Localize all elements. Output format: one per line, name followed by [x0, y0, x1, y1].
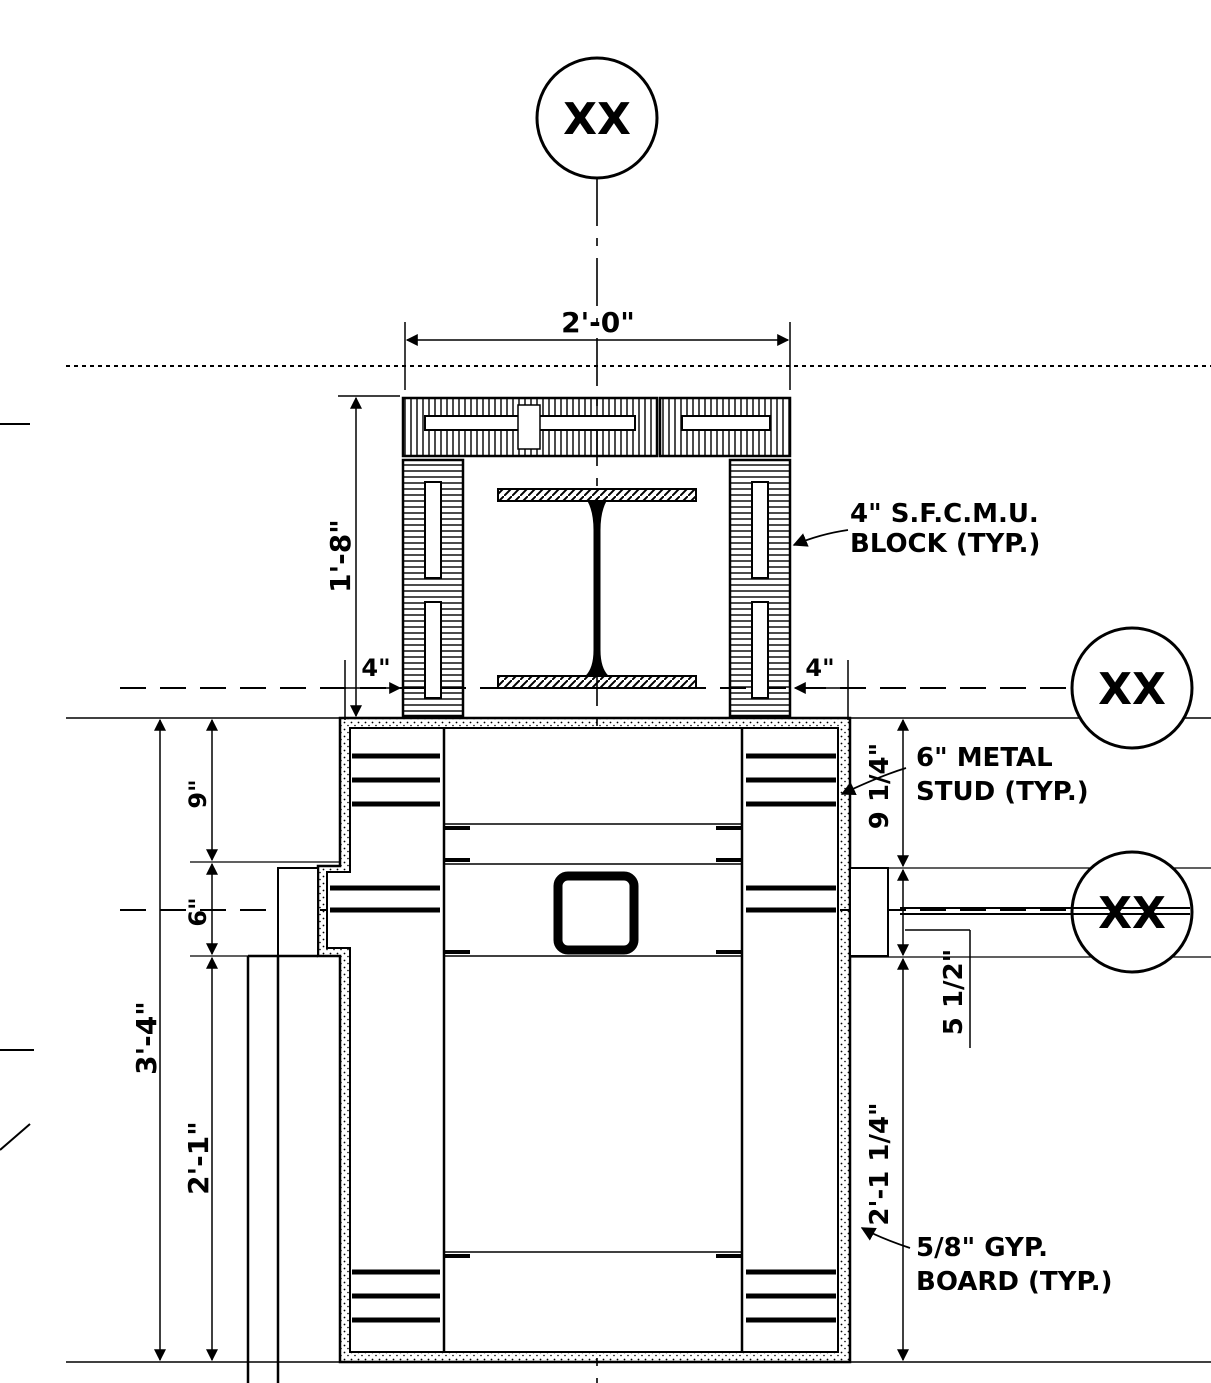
grid-bubble-right-upper-label: XX — [1098, 664, 1166, 715]
dim-left-overall: 3'-4" — [130, 1001, 163, 1075]
left-jamb-box — [277, 867, 319, 957]
grid-bubble-top: XX — [535, 56, 659, 180]
note-stud-line2: STUD (TYP.) — [916, 777, 1089, 807]
grid-bubble-right-upper: XX — [1070, 626, 1194, 750]
bottom-flange — [497, 675, 697, 689]
gyp-board-inner — [326, 727, 839, 1353]
left-edge-mark-3 — [0, 1123, 31, 1151]
grid-bubble-right-lower: XX — [900, 850, 1194, 974]
note-cmu-line1: 4" S.F.C.M.U. — [850, 499, 1039, 529]
dim-height-block: 1'-8" — [324, 519, 357, 593]
dimension-texts: 2'-0" 1'-8" 4" 4" 9" 6" 3'-4" 2'-1" 9 1/… — [130, 306, 969, 1226]
annotation-notes: 4" S.F.C.M.U. BLOCK (TYP.) 6" METAL STUD… — [850, 499, 1113, 1297]
right-jamb-box — [849, 867, 889, 957]
hss-tube-column — [553, 871, 639, 955]
grid-bubble-top-label: XX — [563, 94, 631, 145]
stud-group-top-right — [746, 753, 836, 807]
dim-left-6: 6" — [184, 897, 212, 926]
stud-leader — [840, 767, 907, 795]
note-gyp-line1: 5/8" GYP. — [916, 1233, 1048, 1263]
note-gyp-line2: BOARD (TYP.) — [916, 1267, 1113, 1297]
column-web — [584, 500, 610, 677]
dimension-lines — [154, 322, 971, 1362]
gyp-leader — [860, 1227, 911, 1249]
dim-width-top: 2'-0" — [561, 306, 635, 339]
dim-left-9: 9" — [184, 779, 212, 808]
gyp-board-enclosure — [246, 716, 889, 1383]
stud-group-top-left — [352, 753, 440, 807]
cmu-leader — [792, 529, 849, 547]
note-cmu-line2: BLOCK (TYP.) — [850, 529, 1040, 559]
leader-lines — [792, 529, 911, 1249]
steel-wide-flange-column — [497, 488, 697, 689]
dim-left-2-1: 2'-1" — [182, 1121, 215, 1195]
dim-left-offset: 4" — [361, 654, 390, 682]
dim-right-2-1-1-4: 2'-1 1/4" — [865, 1102, 895, 1225]
top-flange — [497, 488, 697, 502]
dim-right-offset: 4" — [805, 654, 834, 682]
stud-group-mid-left — [330, 885, 440, 913]
stud-group-bottom-left — [352, 1269, 440, 1323]
dim-right-9-1-4: 9 1/4" — [865, 743, 895, 829]
stud-group-mid-right — [746, 885, 836, 913]
cmu-block-enclosure — [401, 396, 792, 718]
metal-stud-frame — [330, 728, 836, 1352]
dim-right-5-1-2: 5 1/2" — [939, 949, 969, 1035]
stud-group-bottom-right — [746, 1269, 836, 1323]
note-stud-line1: 6" METAL — [916, 743, 1053, 773]
